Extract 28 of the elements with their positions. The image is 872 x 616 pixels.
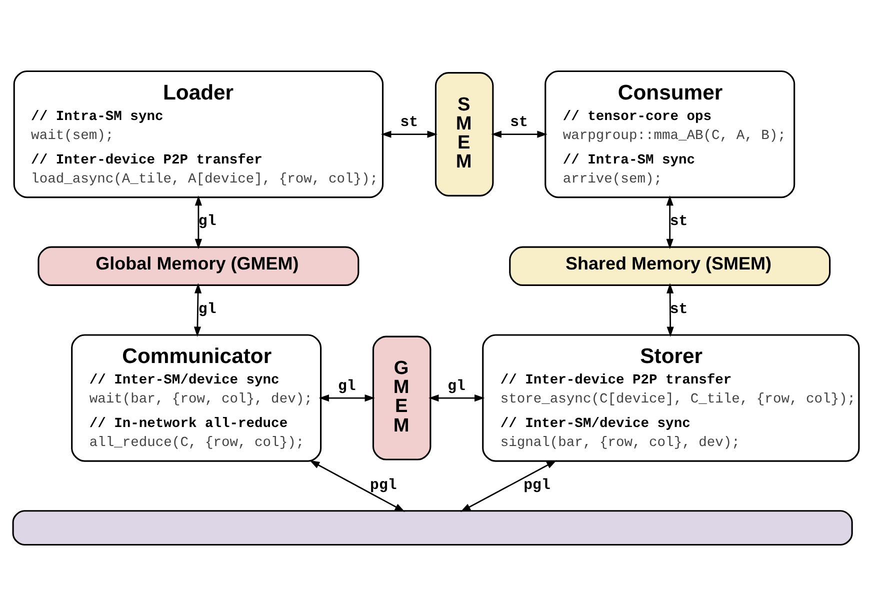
edge-label: pgl (524, 478, 550, 494)
edge-label: gl (198, 302, 216, 318)
node-box: Consumer // tensor-core ops warpgroup::mma_AB(C, A, B); // Intra-SM sync arrive(sem); (544, 70, 796, 198)
arrow (318, 394, 375, 402)
arrow (194, 195, 202, 250)
node-box: Storer // Inter-device P2P transfer store_async(C[device], C_tile, {row, col}); // Inter-SM/device sync signal(bar, {row, col}, dev); (482, 334, 860, 462)
arrow (194, 283, 202, 337)
node-box: SMEM (434, 72, 494, 196)
edge-label: gl (448, 378, 466, 395)
edge-label: st (670, 214, 688, 230)
node-box: Global Memory (GMEM) (38, 246, 360, 286)
arrow (460, 460, 557, 512)
edge-label: st (510, 115, 528, 132)
edge-label: gl (338, 378, 356, 395)
arrow (310, 460, 405, 512)
edge-label: st (400, 115, 418, 132)
node-box: Communicator // Inter-SM/device sync wait(bar, {row, col}, dev); // In-network all-reduce all_reduce(C, {row, col}); (71, 334, 322, 462)
arrow (666, 283, 674, 337)
arrow (381, 130, 438, 138)
node-box: GMEM (372, 336, 432, 460)
node-box: Loader // Intra-SM sync wait(sem); // Inter-device P2P transfer load_async(A_tile, A[device], {row, col}); (13, 70, 384, 198)
arrow (491, 130, 548, 138)
node-bar (12, 510, 853, 546)
arrow (666, 195, 674, 250)
edge-label: gl (198, 214, 216, 230)
node-box: Shared Memory (SMEM) (509, 246, 831, 286)
edge-label: pgl (370, 478, 397, 494)
arrow (428, 394, 485, 402)
